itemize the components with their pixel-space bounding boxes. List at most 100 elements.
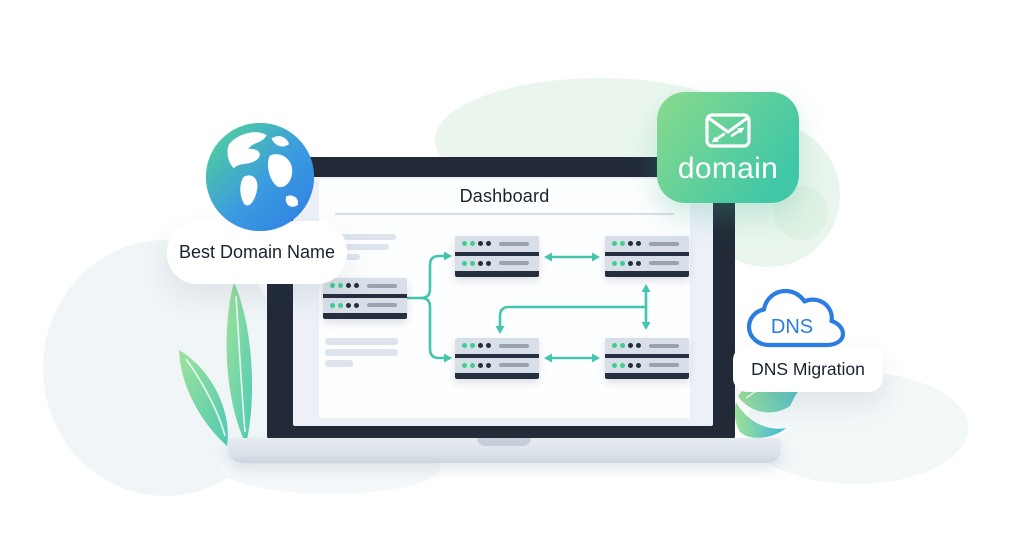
domain-badge-label: domain: [677, 151, 779, 185]
dashboard-title: Dashboard: [459, 185, 550, 206]
skeleton-line: [340, 244, 389, 250]
status-dot-green: [470, 260, 475, 266]
domain-badge: domain: [657, 92, 799, 203]
skeleton-text-above: [340, 234, 396, 260]
server-row: [455, 338, 539, 354]
server-row: [455, 255, 539, 271]
status-dot-green: [612, 343, 617, 349]
skeleton-line: [325, 338, 398, 345]
server-row: [605, 236, 689, 252]
status-dot-dark: [636, 260, 641, 266]
server-divider: [605, 353, 689, 358]
server-node-bottom-a: [455, 338, 539, 379]
best-domain-card: Best Domain Name: [167, 221, 347, 284]
status-dot-dark: [636, 343, 641, 349]
server-label-line: [499, 343, 529, 348]
status-dot-green: [612, 362, 617, 368]
status-dot-dark: [628, 343, 633, 349]
status-dot-green: [620, 362, 625, 368]
status-dot-green: [470, 241, 475, 247]
server-label-line: [367, 283, 397, 288]
laptop-screen: Dashboard: [293, 177, 713, 426]
server-divider: [323, 293, 407, 298]
status-dot-green: [620, 260, 625, 266]
server-row: [605, 338, 689, 354]
server-divider: [455, 251, 539, 256]
dns-migration-card: DNS Migration: [733, 346, 883, 392]
status-dot-dark: [478, 362, 483, 368]
server-label-line: [499, 261, 529, 266]
server-label-line: [367, 303, 397, 308]
left-leaves-icon: [179, 282, 253, 446]
server-node-bottom-b: [605, 338, 689, 379]
envelope-icon: [705, 112, 751, 148]
server-label-line: [649, 343, 679, 348]
status-dot-green: [470, 362, 475, 368]
server-divider: [605, 251, 689, 256]
server-divider: [323, 313, 407, 319]
server-divider: [455, 271, 539, 277]
dashboard-header: Dashboard: [335, 179, 674, 215]
server-row: [455, 357, 539, 373]
dns-cloud-label: DNS: [770, 316, 814, 338]
server-divider: [605, 271, 689, 277]
server-row: [605, 357, 689, 373]
server-row: [605, 255, 689, 271]
laptop-base-notch: [477, 438, 531, 446]
server-row: [323, 297, 407, 313]
status-dot-dark: [478, 241, 483, 247]
status-dot-green: [330, 283, 335, 289]
skeleton-line: [325, 349, 398, 356]
server-label-line: [649, 363, 679, 368]
server-label-line: [499, 363, 529, 368]
status-dot-dark: [346, 302, 351, 308]
status-dot-green: [462, 343, 467, 349]
status-dot-green: [338, 283, 343, 289]
laptop-frame: Dashboard: [267, 157, 735, 440]
status-dot-green: [462, 241, 467, 247]
status-dot-dark: [628, 241, 633, 247]
dns-cloud: DNS: [744, 283, 848, 353]
skeleton-line: [340, 234, 396, 240]
server-row: [323, 278, 407, 294]
server-row: [455, 236, 539, 252]
skeleton-text-below: [325, 338, 398, 367]
server-label-line: [649, 241, 679, 246]
server-node-primary: [323, 278, 407, 319]
status-dot-green: [612, 260, 617, 266]
status-dot-green: [620, 343, 625, 349]
skeleton-line: [340, 254, 360, 260]
status-dot-dark: [354, 302, 359, 308]
server-divider: [455, 353, 539, 358]
status-dot-green: [338, 302, 343, 308]
server-label-line: [649, 261, 679, 266]
dns-migration-label: DNS Migration: [751, 358, 865, 379]
status-dot-dark: [478, 343, 483, 349]
status-dot-dark: [636, 362, 641, 368]
status-dot-green: [612, 241, 617, 247]
status-dot-green: [330, 302, 335, 308]
status-dot-green: [462, 362, 467, 368]
status-dot-dark: [346, 283, 351, 289]
status-dot-green: [620, 241, 625, 247]
status-dot-dark: [486, 343, 491, 349]
server-divider: [605, 373, 689, 379]
cloud-icon: [746, 288, 846, 348]
status-dot-dark: [478, 260, 483, 266]
globe-icon: [205, 122, 315, 232]
skeleton-line: [325, 360, 353, 367]
status-dot-dark: [628, 260, 633, 266]
server-node-top-a: [455, 236, 539, 277]
status-dot-dark: [486, 260, 491, 266]
server-node-top-b: [605, 236, 689, 277]
status-dot-dark: [636, 241, 641, 247]
status-dot-dark: [486, 362, 491, 368]
status-dot-dark: [486, 241, 491, 247]
server-label-line: [499, 241, 529, 246]
status-dot-green: [462, 260, 467, 266]
status-dot-dark: [354, 283, 359, 289]
laptop-base: [228, 438, 781, 463]
status-dot-dark: [628, 362, 633, 368]
best-domain-label: Best Domain Name: [179, 242, 336, 262]
